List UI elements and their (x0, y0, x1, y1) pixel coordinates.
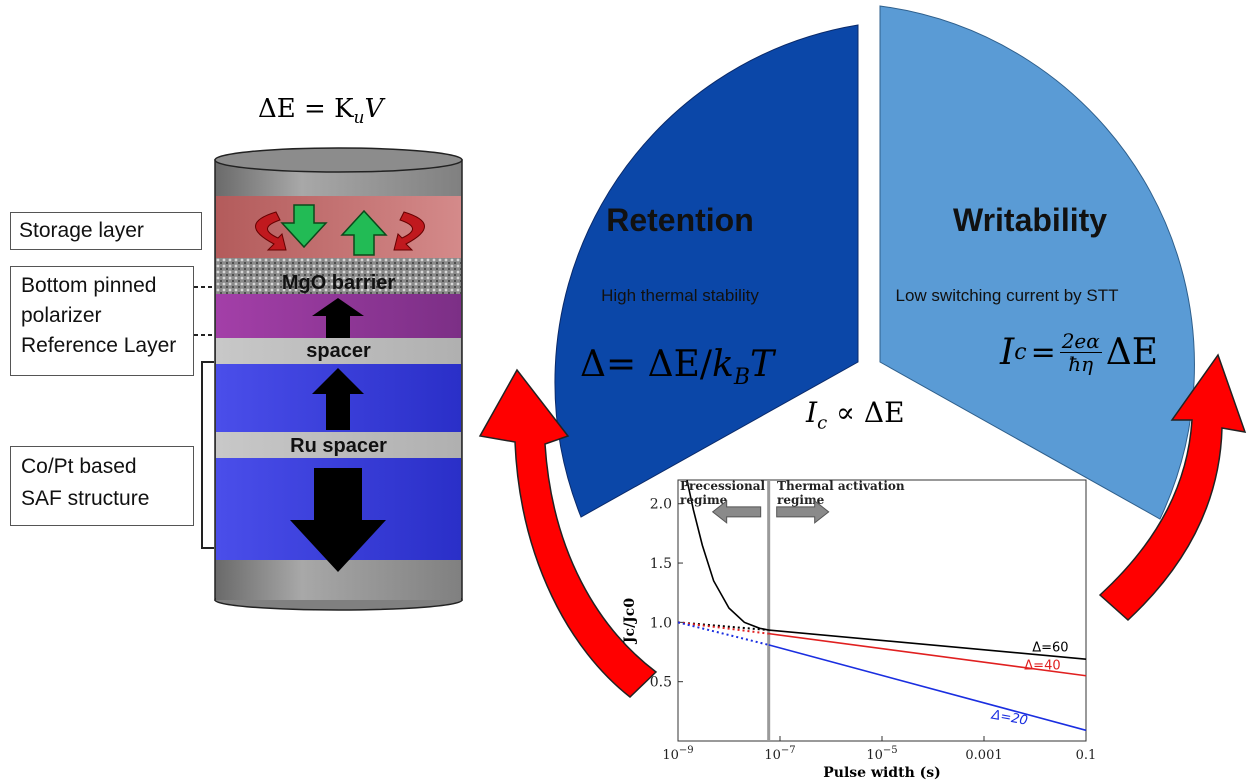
regime-annotation: regime (777, 493, 825, 507)
series-dotted-line (677, 621, 769, 635)
x-axis-label: Pulse width (s) (823, 765, 941, 781)
writability-title: Writability (952, 202, 1108, 238)
mgo-barrier-label: MgO barrier (281, 272, 396, 294)
retention-formula: Δ= ΔE/kBT (580, 344, 775, 391)
x-tick-label: 0.001 (965, 748, 1002, 763)
saf-structure-callout: Co/Pt based SAF structure (10, 446, 194, 526)
spacer-label: spacer (306, 340, 371, 362)
y-axis-label: Jc/Jc0 (622, 598, 638, 645)
y-tick-label: 0.5 (650, 675, 672, 691)
x-tick-label: 10−7 (764, 745, 795, 763)
right-regime-arrow-icon (776, 499, 830, 524)
red-curved-arrow-right-icon (1098, 353, 1247, 622)
writability-sector (879, 5, 1195, 520)
regime-annotation: regime (680, 493, 728, 507)
rotation-arrow-right-icon (393, 211, 425, 251)
spacer-layer (216, 338, 461, 364)
y-tick-label: 2.0 (650, 497, 672, 513)
series-line (768, 629, 1087, 660)
rotation-arrow-left-icon (255, 211, 287, 251)
retention-sector (554, 24, 859, 518)
y-tick-label: 1.0 (650, 615, 672, 631)
mtj-stack (194, 147, 463, 611)
series-line (768, 632, 1087, 677)
series-dotted-line (677, 621, 769, 646)
retention-subtitle: High thermal stability (601, 286, 759, 305)
storage-layer-callout: Storage layer (10, 212, 202, 250)
left-regime-arrow-icon (711, 499, 762, 524)
regime-annotation: Thermal activation (777, 479, 905, 493)
regime-annotation: Precessional (680, 479, 765, 493)
center-relation: Ic ∝ ΔE (806, 396, 905, 434)
plot-frame (677, 479, 1087, 742)
green-down-arrow-icon (280, 204, 328, 249)
mgo-barrier-layer (216, 258, 461, 294)
ru-spacer-layer (216, 432, 461, 458)
reference-layer-callout: Bottom pinned polarizer Reference Layer (10, 266, 194, 376)
reference-up-arrow-icon (312, 298, 364, 338)
series-label: Δ=60 (1032, 641, 1068, 656)
energy-equation: ΔE = KuV (258, 94, 384, 129)
saf-down-arrow-icon (290, 468, 386, 572)
series-line (768, 644, 1087, 732)
saf-up-arrow-icon (312, 368, 364, 430)
x-tick-label: 0.1 (1076, 748, 1097, 763)
green-up-arrow-icon (340, 209, 388, 256)
writability-subtitle: Low switching current by STT (895, 286, 1119, 305)
y-tick-label: 1.5 (650, 556, 672, 572)
x-tick-label: 10−5 (866, 745, 897, 763)
series-line (686, 479, 769, 631)
ru-spacer-label: Ru spacer (290, 435, 387, 457)
series-label: Δ=20 (989, 707, 1028, 728)
x-tick-label: 10−9 (662, 745, 693, 763)
red-curved-arrow-left-icon (478, 368, 658, 698)
series-label: Δ=40 (1024, 658, 1060, 673)
retention-title: Retention (606, 202, 754, 238)
